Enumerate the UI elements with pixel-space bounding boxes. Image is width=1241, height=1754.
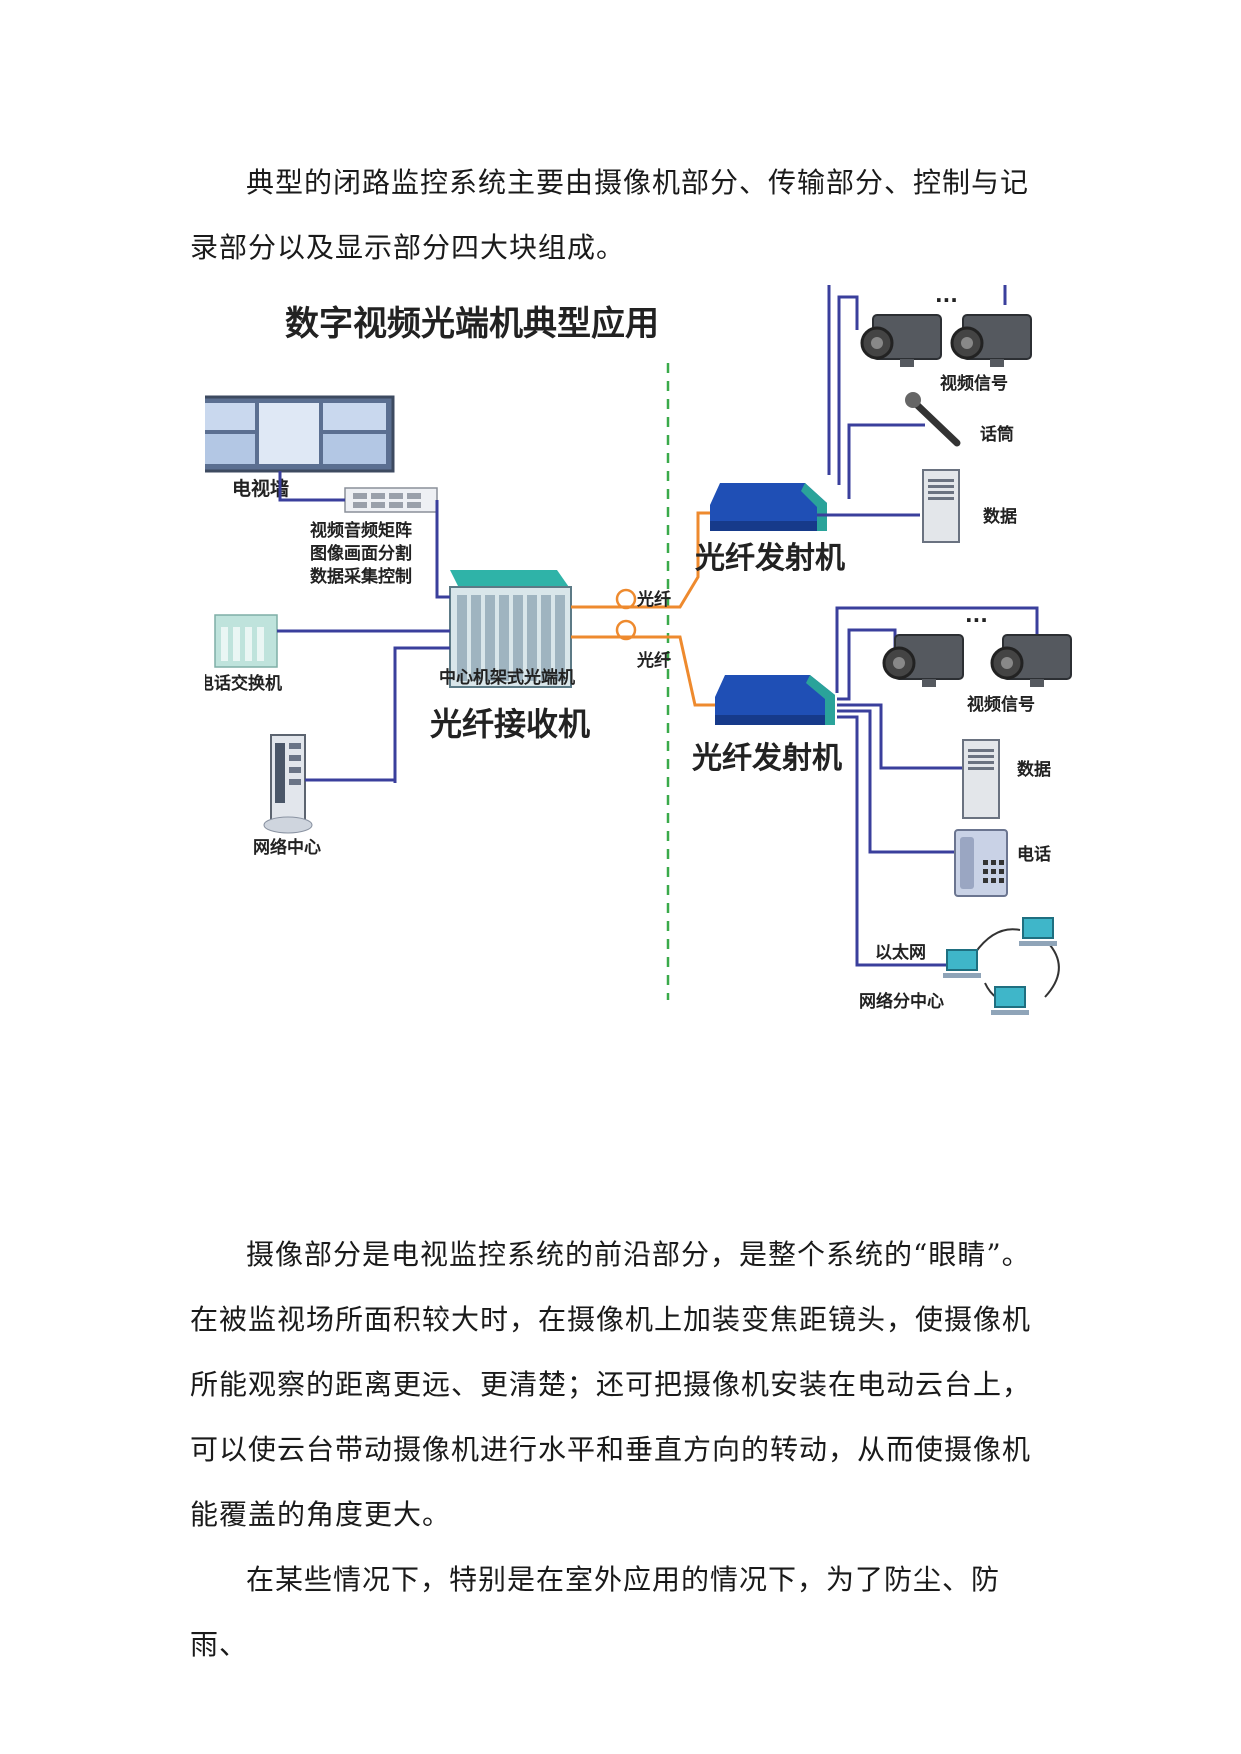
video-wall-icon <box>205 395 395 473</box>
telephone-icon <box>954 829 1008 897</box>
data-server-icon <box>922 469 960 543</box>
server-icon <box>263 734 313 834</box>
matrix-label-1: 视频音频矩阵 <box>310 520 412 541</box>
sub-center-label: 网络分中心 <box>859 991 944 1012</box>
camera-icon <box>860 314 942 367</box>
video-signal-bottom-label: 视频信号 <box>967 694 1035 715</box>
transmitter-bottom-label: 光纤发射机 <box>692 741 842 776</box>
network-center-label: 网络中心 <box>253 837 321 858</box>
intro-paragraph-text: 典型的闭路监控系统主要由摄像机部分、传输部分、控制与记录部分以及显示部分四大块组… <box>190 166 1030 264</box>
data-bottom-label: 数据 <box>1017 759 1051 780</box>
left-wiring <box>277 471 450 783</box>
phone-exchange-label: 电话交换机 <box>205 673 282 694</box>
ethernet-label: 以太网 <box>875 942 926 963</box>
fiber-lines <box>571 511 715 707</box>
transmitter-bottom-icon <box>715 675 835 725</box>
data-server-icon <box>962 739 1000 819</box>
rack-label: 中心机架式光端机 <box>439 667 575 688</box>
mic-label: 话筒 <box>980 424 1014 445</box>
outdoor-paragraph-text: 在某些情况下，特别是在室外应用的情况下，为了防尘、防雨、 <box>190 1563 1001 1661</box>
ellipsis-bottom: ··· <box>965 608 988 632</box>
fiber-label-top: 光纤 <box>636 589 671 610</box>
rack-icon <box>449 570 572 688</box>
matrix-label-3: 数据采集控制 <box>310 566 412 587</box>
network-sub-center-icon <box>943 917 1060 1015</box>
computer-icon <box>991 986 1029 1015</box>
receiver-label: 光纤接收机 <box>430 705 590 743</box>
diagram-title: 数字视频光端机典型应用 <box>285 304 659 344</box>
microphone-icon <box>905 392 961 447</box>
transmitter-top-label: 光纤发射机 <box>695 541 845 576</box>
camera-icon <box>882 634 964 687</box>
fiber-transceiver-diagram: 数字视频光端机典型应用 电视墙 视频音频矩阵 图像画面分割 数据采集控制 电话交… <box>205 285 1072 1015</box>
camera-section-paragraph-text: 摄像部分是电视监控系统的前沿部分，是整个系统的“眼睛”。在被监视场所面积较大时，… <box>190 1238 1032 1531</box>
outdoor-paragraph: 在某些情况下，特别是在室外应用的情况下，为了防尘、防雨、 <box>190 1547 1050 1677</box>
video-signal-top-label: 视频信号 <box>940 373 1008 394</box>
matrix-label-2: 图像画面分割 <box>310 543 412 564</box>
camera-icon <box>990 634 1072 687</box>
camera-section-paragraph: 摄像部分是电视监控系统的前沿部分，是整个系统的“眼睛”。在被监视场所面积较大时，… <box>190 1222 1050 1547</box>
data-top-label: 数据 <box>983 506 1017 527</box>
transmitter-top-icon <box>710 483 827 531</box>
matrix-icon <box>344 487 438 513</box>
video-wall-label: 电视墙 <box>232 477 289 500</box>
intro-paragraph: 典型的闭路监控系统主要由摄像机部分、传输部分、控制与记录部分以及显示部分四大块组… <box>190 150 1050 280</box>
phone-label: 电话 <box>1017 844 1051 865</box>
ellipsis-top: ··· <box>935 288 958 312</box>
computer-icon <box>943 949 981 978</box>
phone-exchange-icon <box>214 614 278 668</box>
fiber-label-bottom: 光纤 <box>636 650 671 671</box>
computer-icon <box>1019 917 1057 946</box>
camera-icon <box>950 314 1032 367</box>
top-wiring <box>817 285 1007 517</box>
